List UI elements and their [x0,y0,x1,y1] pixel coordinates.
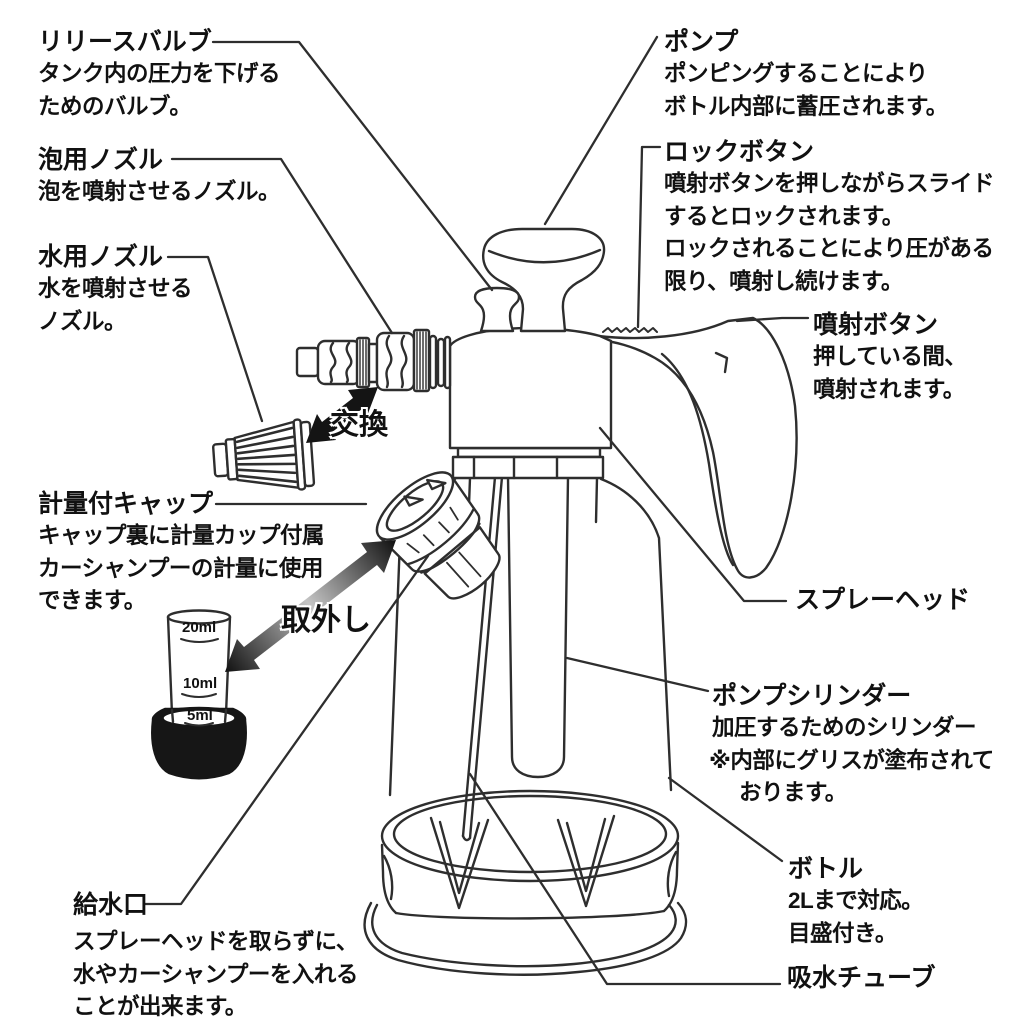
leader-lock-button [636,145,662,329]
leader-water-nozzle [166,255,264,423]
cup-mark-10ml: 10ml [183,675,218,692]
removal-annotation: 取外し [281,604,371,637]
label-foam-nozzle: 泡用ノズル 泡を噴射させるノズル。 [38,146,281,204]
pump-handle [482,227,606,333]
measuring-cup-illustration [151,609,247,780]
leader-spray-head [598,426,788,603]
measuring-cap-illustration [375,471,501,600]
lock-button-title: ロックボタン [664,138,815,166]
release-valve-title: リリースバルブ [38,28,212,56]
foam-nozzle-title: 泡用ノズル [38,146,164,174]
spray-head-title: スプレーヘッド [795,586,971,614]
label-lock-button: ロックボタン 噴射ボタンを押しながらスライド するとロックされます。 ロックされ… [664,138,995,294]
cup-mark-20ml: 20ml [182,619,217,636]
label-pump: ポンプ ポンピングすることにより ボトル内部に蓄圧されます。 [664,28,948,119]
leader-spray-button [735,316,810,323]
release-valve-knob [473,286,521,333]
leader-suction-tube [468,772,782,986]
head-tiers [451,446,605,480]
trigger-handle [596,316,798,579]
spray-head-body [448,326,613,450]
label-water-nozzle: 水用ノズル 水を噴射させる ノズル。 [38,243,193,334]
lock-button-ridges [602,327,658,333]
foam-nozzle-assembly [295,328,452,393]
spray-button-title: 噴射ボタン [813,311,939,339]
bottle-title: ボトル [788,855,864,883]
label-measuring-cap: 計量付キャップ キャップ裏に計量カップ付属 カーシャンプーの計量に使用 できます… [38,490,325,613]
label-spray-button: 噴射ボタン 押している間、 噴射されます。 [813,311,967,402]
measuring-cap-title: 計量付キャップ [38,490,214,518]
leader-lines [142,35,810,986]
pump-title: ポンプ [664,28,739,56]
leader-bottle [667,776,784,863]
water-nozzle-illustration [212,418,316,491]
leader-water-inlet [142,554,430,906]
exchange-annotation: 交換 [330,409,389,441]
suction-tube-illustration [461,475,504,842]
leader-pump [543,35,659,226]
label-spray-head: スプレーヘッド [795,584,970,616]
leader-pump-cylinder [565,656,710,693]
suction-tube-title: 吸水チューブ [787,964,936,992]
exchange-arrow [306,387,378,443]
label-water-inlet: 給水口 スプレーヘッドを取らずに、 水やカーシャンプーを入れる ことが出来ます。 [73,891,358,1019]
water-nozzle-title: 水用ノズル [38,243,164,271]
water-inlet-title: 給水口 [73,891,149,919]
label-release-valve: リリースバルブ タンク内の圧力を下げる ためのバルブ。 [38,28,281,119]
label-suction-tube: 吸水チューブ [787,962,936,994]
label-bottle: ボトル 2Lまで対応。 目盛付き。 [788,855,924,946]
leader-foam-nozzle [170,157,394,335]
cup-mark-5ml: 5ml [187,707,213,724]
pump-cylinder-title: ポンプシリンダー [712,682,912,710]
leader-release-valve [211,40,494,292]
pump-cylinder-illustration [506,475,570,779]
removal-arrow [225,540,396,672]
bottle-base [363,789,688,976]
label-pump-cylinder: ポンプシリンダー 加圧するためのシリンダー ※内部にグリスが塗布されて おります… [709,682,994,805]
